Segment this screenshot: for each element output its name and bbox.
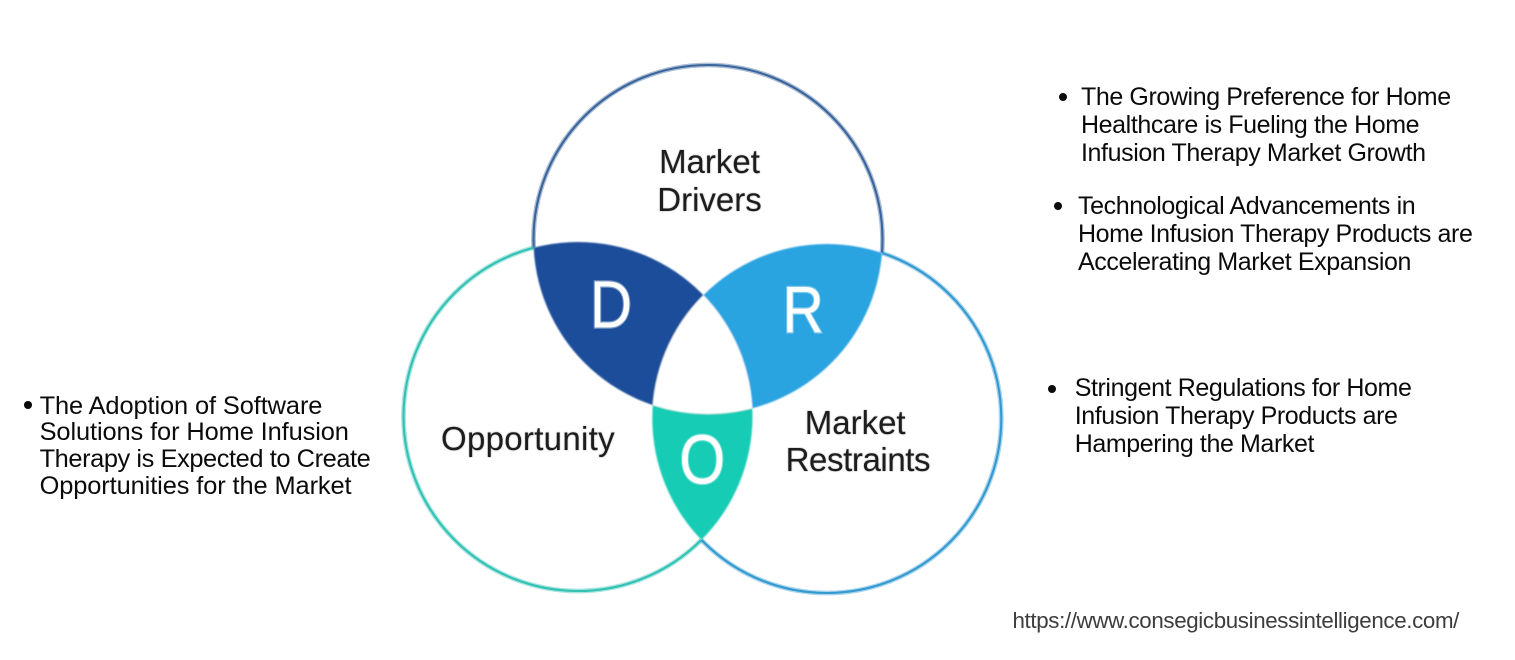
svg-text:D: D [590, 268, 632, 343]
svg-text:O: O [679, 421, 725, 499]
svg-text:R: R [783, 273, 824, 347]
